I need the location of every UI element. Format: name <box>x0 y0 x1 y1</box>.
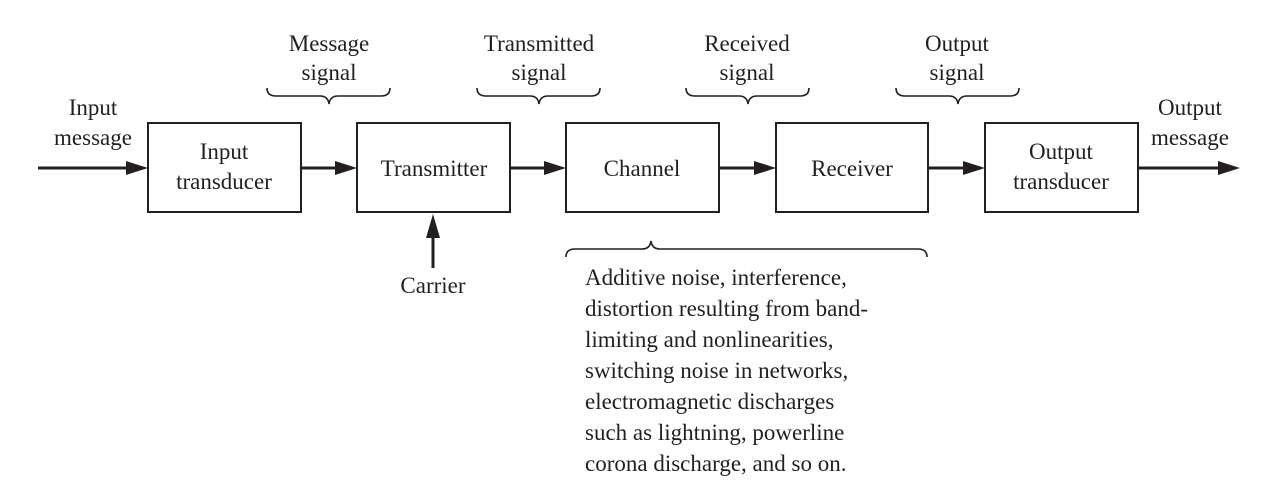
noise-note-line: Additive noise, interference, <box>585 265 847 290</box>
block-channel: Channel <box>565 122 720 213</box>
input-transducer-label-line1: Input <box>200 139 249 164</box>
noise-brace <box>565 240 928 258</box>
noise-note-line: switching noise in networks, <box>585 358 848 383</box>
transmitter-label: Transmitter <box>381 156 488 181</box>
output-signal-brace <box>895 87 1020 105</box>
input-transducer-label-line2: transducer <box>176 169 272 194</box>
output-message-label-line1: Output <box>1158 95 1223 120</box>
received-signal-label-line1: Received <box>704 31 790 56</box>
block-receiver: Receiver <box>775 122 929 213</box>
block-input-transducer: Input transducer <box>147 122 302 213</box>
channel-label: Channel <box>604 156 681 181</box>
arrow-channel-to-receiver <box>719 161 776 175</box>
noise-description: Additive noise, interference, distortion… <box>585 265 868 476</box>
input-message-label-line1: Input <box>69 95 118 120</box>
output-transducer-label-line2: transducer <box>1013 169 1109 194</box>
noise-note-line: such as lightning, powerline <box>585 420 844 445</box>
noise-note-line: corona discharge, and so on. <box>585 451 846 476</box>
output-message-label-line2: message <box>1151 125 1229 150</box>
message-signal-label-line1: Message <box>289 31 369 56</box>
block-transmitter: Transmitter <box>356 122 511 213</box>
received-signal-brace <box>685 87 810 105</box>
arrow-receiver-to-output-transducer <box>928 161 985 175</box>
output-transducer-label-line1: Output <box>1029 139 1094 164</box>
arrow-output-transducer-to-output <box>1138 161 1240 175</box>
block-output-transducer: Output transducer <box>984 122 1139 213</box>
message-signal-label-line2: signal <box>302 60 357 85</box>
noise-note-line: electromagnetic discharges <box>585 389 834 414</box>
receiver-label: Receiver <box>811 156 893 181</box>
arrow-input-transducer-to-transmitter <box>301 161 357 175</box>
arrow-carrier-to-transmitter <box>426 214 440 268</box>
transmitted-signal-label-line2: signal <box>512 60 567 85</box>
output-signal-label-line2: signal <box>930 60 985 85</box>
noise-note-line: distortion resulting from band- <box>585 296 868 321</box>
output-signal-label-line1: Output <box>925 31 990 56</box>
transmitted-signal-label-line1: Transmitted <box>484 31 595 56</box>
received-signal-label-line2: signal <box>720 60 775 85</box>
arrow-transmitter-to-channel <box>510 161 566 175</box>
carrier-label: Carrier <box>400 273 465 298</box>
arrow-input-to-input-transducer <box>38 161 148 175</box>
message-signal-brace <box>266 87 391 105</box>
input-message-label-line2: message <box>54 125 132 150</box>
transmitted-signal-brace <box>476 87 601 105</box>
noise-note-line: limiting and nonlinearities, <box>585 327 834 352</box>
